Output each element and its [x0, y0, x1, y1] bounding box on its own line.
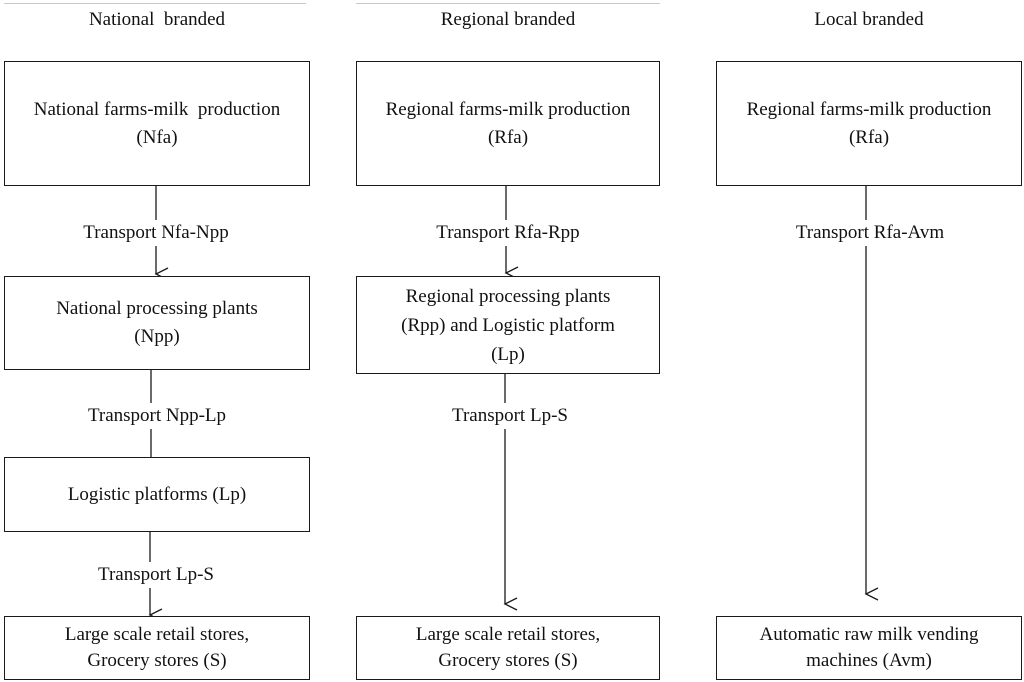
box-national-processing-line1: National processing plants: [56, 298, 258, 319]
box-regional-retail-stores: Large scale retail stores, Grocery store…: [356, 616, 660, 680]
box-regional-farms: Regional farms-milk production (Rfa): [356, 61, 660, 186]
column-header-national: National branded: [88, 9, 226, 30]
box-regional-processing-line1: Regional processing plants: [405, 285, 611, 307]
box-regional-retail-line1: Large scale retail stores,: [415, 624, 601, 645]
box-logistic-platforms: Logistic platforms (Lp): [4, 457, 310, 532]
box-regional-farms-line1: Regional farms-milk production: [385, 98, 631, 120]
box-local-farms-line2: (Rfa): [848, 126, 890, 148]
box-vending-machines: Automatic raw milk vending machines (Avm…: [716, 616, 1022, 680]
box-national-farms-line1: National farms-milk production: [33, 98, 281, 120]
box-national-processing-line2: (Npp): [134, 326, 180, 347]
box-regional-processing-plants: Regional processing plants (Rpp) and Log…: [356, 276, 660, 374]
box-regional-farms-line2: (Rfa): [487, 126, 529, 148]
box-regional-processing-line3: (Lp): [491, 343, 525, 365]
transport-label-rfa-rpp: Transport Rfa-Rpp: [410, 220, 606, 246]
box-regional-retail-line2: Grocery stores (S): [438, 650, 578, 671]
box-national-farms-line2: (Nfa): [136, 126, 178, 148]
column-header-regional: Regional branded: [440, 9, 576, 30]
box-national-retail-line2: Grocery stores (S): [87, 650, 227, 671]
column-header-local: Local branded: [814, 9, 924, 30]
header-divider-national: [4, 3, 306, 4]
box-vending-machines-line1: Automatic raw milk vending: [759, 624, 979, 645]
box-vending-machines-line2: machines (Avm): [806, 650, 932, 671]
box-national-retail-line1: Large scale retail stores,: [64, 624, 250, 645]
transport-label-rfa-avm: Transport Rfa-Avm: [770, 220, 970, 246]
transport-label-lp-s-regional: Transport Lp-S: [430, 403, 590, 429]
box-regional-processing-line2: (Rpp) and Logistic platform: [401, 314, 615, 336]
header-divider-regional: [356, 3, 660, 4]
box-local-farms: Regional farms-milk production (Rfa): [716, 61, 1022, 186]
transport-label-lp-s: Transport Lp-S: [76, 562, 236, 588]
box-national-processing-plants: National processing plants (Npp): [4, 276, 310, 370]
transport-label-npp-lp: Transport Npp-Lp: [62, 403, 252, 429]
box-national-farms: National farms-milk production (Nfa): [4, 61, 310, 186]
transport-label-nfa-npp: Transport Nfa-Npp: [56, 220, 256, 246]
box-logistic-platforms-line1: Logistic platforms (Lp): [67, 483, 247, 505]
box-local-farms-line1: Regional farms-milk production: [746, 98, 992, 120]
box-national-retail-stores: Large scale retail stores, Grocery store…: [4, 616, 310, 680]
